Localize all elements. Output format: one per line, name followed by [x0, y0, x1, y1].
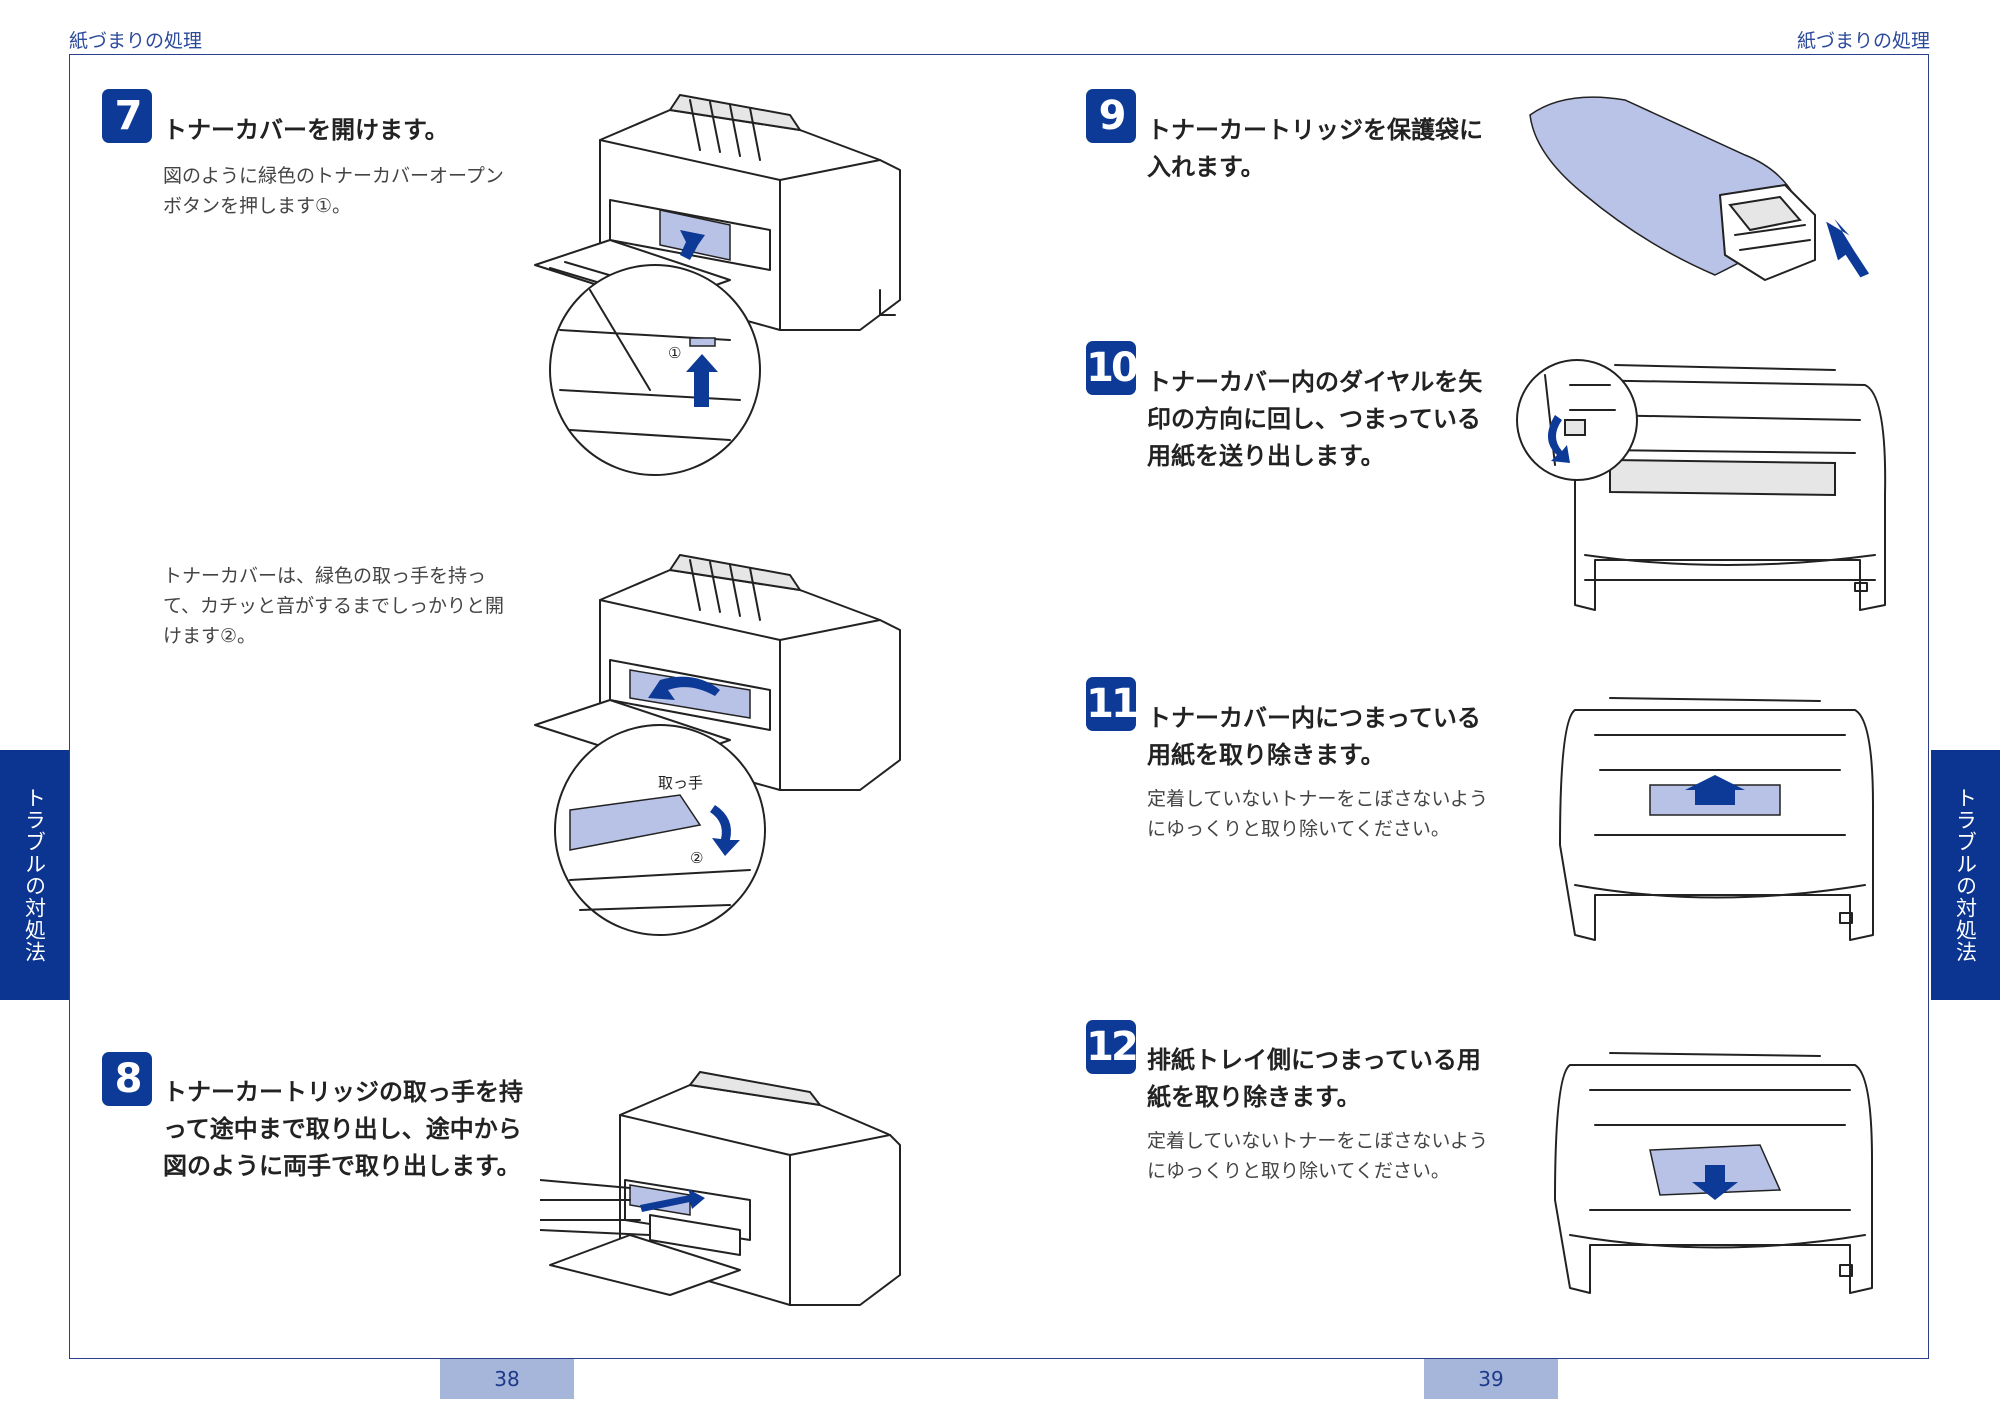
step-11-number: 11 — [1086, 677, 1139, 731]
step-12-title: 排紙トレイ側につまっている用紙を取り除きます。 — [1147, 1046, 1481, 1111]
printer-open-cover-illustration: 取っ手 ② — [534, 553, 901, 936]
step-11-text: 定着していないトナーをこぼさないようにゆっくりと取り除いてください。 — [1147, 788, 1489, 840]
printer-open-button-illustration: ① — [534, 93, 901, 476]
remove-paper-output-illustration — [1554, 1052, 1873, 1294]
label-circle-1: ① — [668, 344, 681, 362]
remove-paper-cover-illustration — [1559, 697, 1874, 941]
step-7-title: トナーカバーを開けます。 — [163, 116, 449, 144]
step-9-title: トナーカートリッジを保護袋に入れます。 — [1147, 116, 1483, 181]
protective-bag-illustration — [1529, 96, 1870, 281]
step-7-text-1: 図のように緑色のトナーカバーオープンボタンを押します①。 — [163, 165, 504, 217]
page-frame — [69, 54, 1929, 1359]
side-tab-right[interactable]: トラブルの対処法 — [1931, 750, 2000, 1000]
page-number-left: 38 — [440, 1359, 574, 1399]
step-10-title: トナーカバー内のダイヤルを矢印の方向に回し、つまっている用紙を送り出します。 — [1147, 368, 1483, 470]
step-9-number: 9 — [1086, 89, 1136, 143]
step-7-number: 7 — [102, 89, 152, 143]
page-number-right: 39 — [1424, 1359, 1558, 1399]
side-tab-left[interactable]: トラブルの対処法 — [0, 750, 69, 1000]
step-10-number: 10 — [1086, 341, 1139, 395]
step-8-number: 8 — [102, 1052, 152, 1106]
running-header-right: 紙づまりの処理 — [1796, 30, 1930, 52]
step-11-title: トナーカバー内につまっている用紙を取り除きます。 — [1147, 704, 1481, 769]
label-circle-2: ② — [690, 849, 703, 867]
step-7-text-2: トナーカバーは、緑色の取っ手を持って、カチッと音がするまでしっかりと開けます②。 — [163, 565, 505, 647]
running-header-left: 紙づまりの処理 — [69, 30, 203, 52]
dial-feed-illustration — [1516, 359, 1887, 611]
label-handle: 取っ手 — [658, 774, 703, 792]
step-8-title: トナーカートリッジの取っ手を持って途中まで取り出し、途中から図のように両手で取り… — [163, 1078, 523, 1180]
step-12-text: 定着していないトナーをこぼさないようにゆっくりと取り除いてください。 — [1147, 1130, 1489, 1182]
remove-cartridge-illustration — [540, 1070, 901, 1306]
step-12-number: 12 — [1086, 1020, 1139, 1074]
